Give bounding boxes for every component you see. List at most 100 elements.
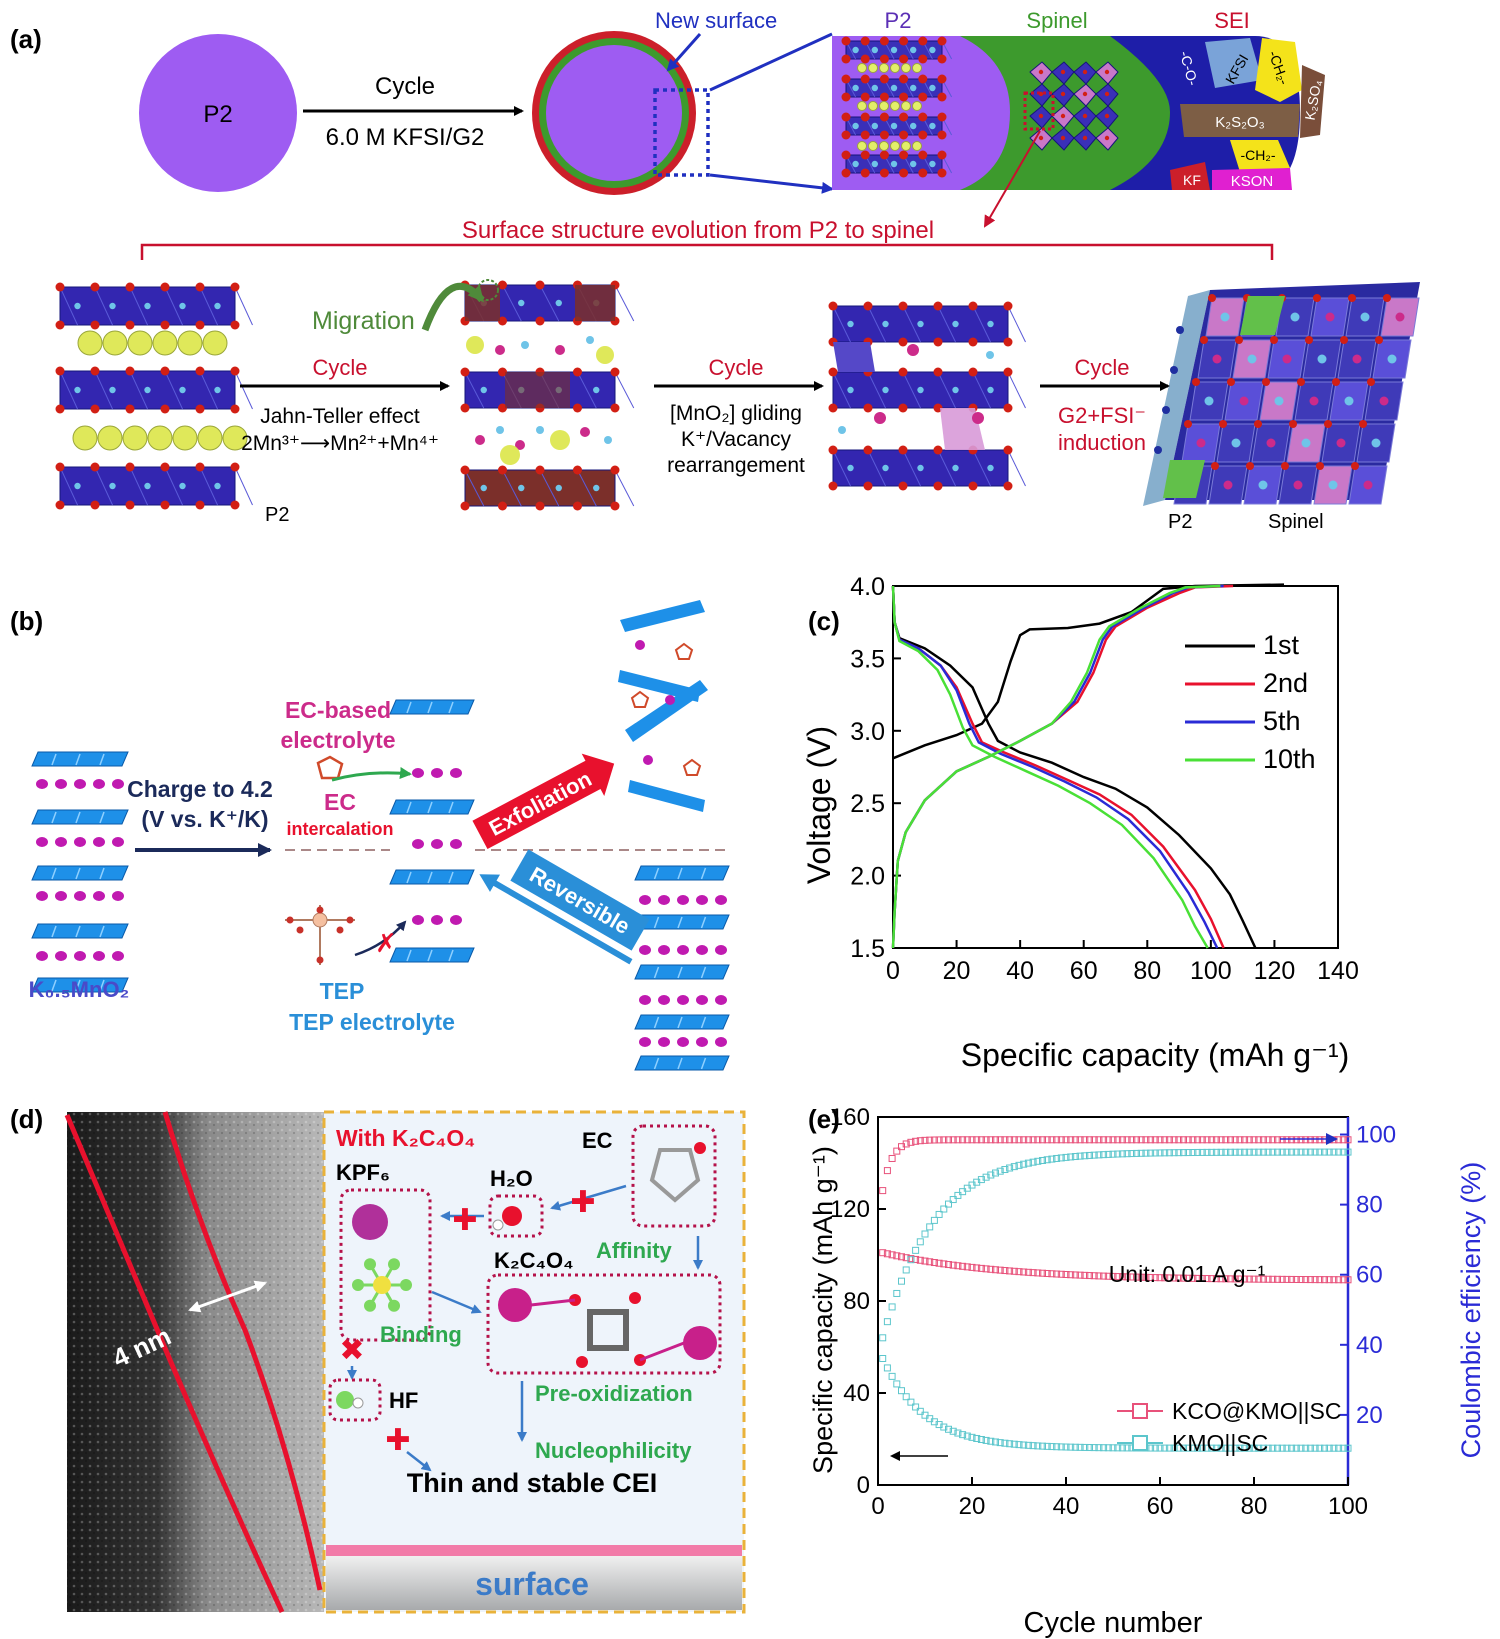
oxygen-atom: [933, 337, 943, 347]
spinel-cation: [1360, 312, 1370, 322]
slab-edge: [406, 871, 412, 884]
k-ion: [658, 1037, 670, 1047]
series-3-marker: [982, 1173, 990, 1181]
mn-atom: [917, 464, 924, 472]
oxygen-atom: [860, 130, 870, 140]
sei-ch2-blob-a: [1255, 38, 1302, 102]
mobile-ion: [604, 436, 612, 444]
oxygen-atom: [1235, 336, 1243, 344]
mn-atom: [987, 386, 994, 394]
p2-structure-initial: [55, 282, 253, 510]
series-0-marker: [1175, 1274, 1183, 1282]
k-ion: [643, 755, 653, 765]
series-3-marker: [1325, 1148, 1333, 1156]
f-atom: [388, 1258, 400, 1271]
mn-atom: [852, 84, 859, 92]
series-3-marker: [1161, 1149, 1169, 1157]
series-3-marker: [902, 1266, 910, 1274]
series-0-marker: [1062, 1271, 1070, 1279]
octahedra-edge: [832, 371, 851, 409]
slab-edge: [75, 811, 81, 824]
oxygen-atom: [1289, 420, 1297, 428]
oxygen-atom: [1332, 378, 1340, 386]
series-1-marker: [968, 1433, 976, 1441]
slab-edge: [427, 701, 433, 714]
slab-edge: [99, 867, 105, 880]
series-1-marker: [1321, 1444, 1328, 1452]
h2o-label: H₂O: [490, 1166, 533, 1191]
spinel-cation: [1223, 480, 1233, 490]
step1-text-b: 2Mn³⁺⟶Mn²⁺+Mn⁴⁺: [241, 432, 439, 455]
series-2-marker: [1118, 1136, 1126, 1144]
series-2-marker: [888, 1154, 896, 1162]
mn-atom: [555, 484, 562, 492]
k05mno2-stack: [31, 751, 129, 993]
zoom-line-top: [709, 32, 833, 92]
chart-e-ytick-label: 120: [830, 1196, 870, 1223]
nucleo-label: Nucleophilicity: [535, 1438, 692, 1463]
series-1-marker: [1081, 1443, 1089, 1451]
series-3-marker: [935, 1210, 943, 1218]
f-atom: [364, 1299, 376, 1312]
exfoliated-slab: [628, 780, 705, 812]
ec-molecule: [682, 758, 702, 776]
octahedra-edge: [902, 449, 921, 487]
series-0-marker: [1086, 1272, 1093, 1280]
series-2-marker: [1006, 1136, 1014, 1144]
k-ion: [74, 779, 86, 789]
series-0-marker: [1231, 1275, 1239, 1283]
oxygen-atom: [55, 462, 65, 472]
oxygen-atom: [879, 130, 889, 140]
series-2-marker: [1043, 1136, 1051, 1144]
series-2-marker: [1109, 1136, 1117, 1144]
series-2nd-discharge: [891, 585, 1225, 949]
series-1-marker: [987, 1437, 995, 1445]
octahedra-edge: [59, 466, 78, 506]
k-ion: [639, 945, 651, 955]
series-2-marker: [1264, 1136, 1272, 1144]
ec-molecule-d-icon: [649, 1142, 706, 1203]
series-2-marker: [1123, 1136, 1131, 1144]
c4-ring: [587, 1309, 629, 1351]
series-2-marker: [1090, 1136, 1098, 1144]
sei-k2s2o3-blob: [1180, 104, 1300, 137]
series-1-marker: [1344, 1444, 1352, 1452]
oxygen-atom: [933, 367, 943, 377]
series-3-marker: [1137, 1149, 1145, 1157]
series-3-marker: [1165, 1149, 1173, 1157]
k-ion: [665, 695, 675, 705]
series-3-marker: [1118, 1150, 1126, 1158]
octahedra-edge: [972, 371, 991, 409]
series-2-marker: [1278, 1136, 1286, 1144]
k-ion: [122, 425, 148, 451]
step1-cycle: Cycle: [312, 355, 367, 380]
slab-edge: [677, 867, 683, 880]
series-3-marker: [1330, 1148, 1338, 1156]
k-ion: [639, 995, 651, 1005]
series-0-marker: [1288, 1275, 1296, 1283]
series-0-marker: [1057, 1270, 1065, 1278]
series-0-marker: [1212, 1275, 1220, 1283]
series-1-marker: [1297, 1444, 1305, 1452]
series-0-marker: [935, 1259, 943, 1267]
k-ion: [412, 768, 424, 778]
series-0-marker: [1222, 1275, 1230, 1283]
series-1-marker: [1180, 1444, 1187, 1452]
chart-e-y2tick-label: 80: [1356, 1192, 1383, 1219]
oxygen-atom: [899, 36, 909, 46]
series-3-marker: [1170, 1149, 1178, 1157]
octahedra-edge: [502, 469, 522, 507]
series-2-marker: [1048, 1136, 1056, 1144]
series-0-marker: [879, 1249, 887, 1257]
oxygen-atom: [160, 366, 170, 376]
spinel-atom: [1082, 69, 1088, 75]
series-1-marker: [1208, 1444, 1216, 1452]
oxygen-atom: [841, 36, 851, 46]
series-0-marker: [1142, 1273, 1150, 1281]
intercalated-stack: [389, 699, 475, 963]
oxygen-atom: [860, 54, 870, 64]
series-3-marker: [1039, 1156, 1046, 1164]
chart-e-frame: [877, 1116, 1349, 1486]
series-0-marker: [977, 1264, 985, 1272]
